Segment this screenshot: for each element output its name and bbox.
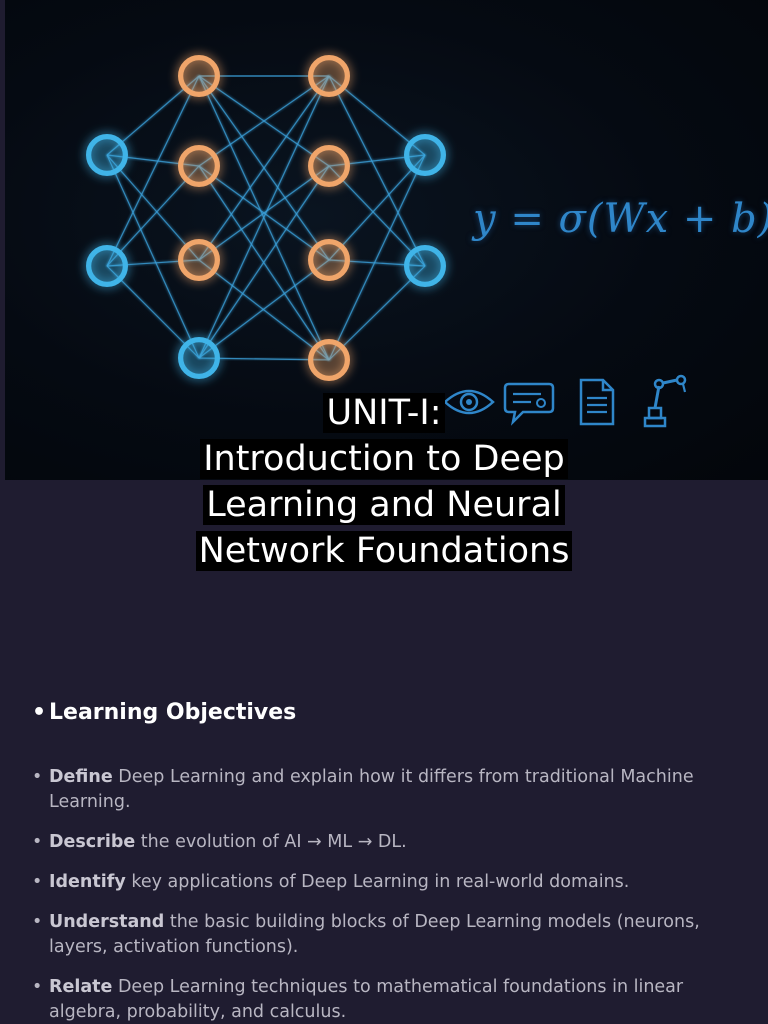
bullet: • (32, 977, 43, 997)
network-node (88, 136, 126, 174)
network-node-glow (178, 55, 220, 97)
chat-bubble-icon (503, 382, 555, 426)
objective-keyword: Describe (49, 832, 136, 852)
network-node-glow (178, 145, 220, 187)
objectives-list: • Define Deep Learning and explain how i… (32, 765, 732, 1024)
objective-item: • Identify key applications of Deep Lear… (32, 870, 732, 895)
learning-objectives: • Learning Objectives • Define Deep Lear… (32, 700, 732, 1024)
network-node-glow (86, 245, 128, 287)
bullet: • (32, 832, 43, 852)
network-edge (198, 75, 330, 359)
network-node-glow (86, 134, 128, 176)
bullet: • (32, 700, 47, 725)
neural-network-diagram (86, 55, 446, 381)
document-icon (579, 378, 615, 426)
objective-text: Deep Learning and explain how it differs… (49, 767, 694, 812)
network-node (406, 247, 444, 285)
network-node-glow (178, 239, 220, 281)
network-edges (106, 75, 426, 361)
bullet: • (32, 767, 43, 787)
network-edge (198, 259, 330, 359)
network-edge (198, 75, 330, 261)
network-edge (106, 259, 200, 267)
network-node (310, 57, 348, 95)
robot-arm-icon (643, 374, 687, 428)
network-node (180, 241, 218, 279)
network-node-glow (404, 134, 446, 176)
objective-keyword: Relate (49, 977, 113, 997)
objective-keyword: Define (49, 767, 113, 787)
network-node (180, 57, 218, 95)
network-node-glow (308, 239, 350, 281)
title-line-1: Introduction to Deep (200, 439, 568, 479)
objective-text: the basic building blocks of Deep Learni… (49, 912, 700, 957)
title-line-2: Learning and Neural (203, 485, 565, 525)
network-edge (328, 154, 426, 361)
objective-item: • Describe the evolution of AI → ML → DL… (32, 830, 732, 855)
bullet: • (32, 912, 43, 932)
network-edge (106, 165, 200, 267)
objective-keyword: Identify (49, 872, 126, 892)
objective-item: • Understand the basic building blocks o… (32, 910, 732, 960)
network-edge (106, 265, 200, 359)
network-node-glow (308, 55, 350, 97)
formula: y = σ(Wx + b) (473, 196, 768, 242)
network-edge (198, 75, 330, 167)
objectives-heading: • Learning Objectives (32, 700, 732, 725)
network-edge (328, 165, 426, 267)
slide-title: UNIT-I: Introduction to Deep Learning an… (0, 390, 768, 574)
network-node (180, 147, 218, 185)
network-edge (106, 75, 200, 267)
network-node (88, 247, 126, 285)
network-edge (198, 357, 330, 361)
network-edge (106, 154, 200, 359)
network-edge (198, 165, 330, 359)
network-node-glow (308, 339, 350, 381)
network-node (180, 339, 218, 377)
objective-item: • Define Deep Learning and explain how i… (32, 765, 732, 815)
objective-item: • Relate Deep Learning techniques to mat… (32, 975, 732, 1024)
network-edge (106, 154, 200, 261)
network-nodes (86, 55, 446, 381)
network-node (310, 241, 348, 279)
network-node-glow (178, 337, 220, 379)
formula-text: y = σ(Wx + b) (473, 196, 768, 242)
network-node (406, 136, 444, 174)
network-node-glow (404, 245, 446, 287)
network-edge (106, 154, 200, 167)
network-node (310, 147, 348, 185)
bullet: • (32, 872, 43, 892)
network-edge (328, 265, 426, 361)
objective-text: the evolution of AI → ML → DL. (135, 832, 407, 852)
title-line-3: Network Foundations (195, 531, 573, 571)
objective-keyword: Understand (49, 912, 165, 932)
objective-text: Deep Learning techniques to mathematical… (49, 977, 684, 1022)
network-edge (198, 165, 330, 261)
objectives-heading-text: Learning Objectives (49, 700, 297, 725)
network-edge (328, 75, 426, 267)
title-line-unit: UNIT-I: (323, 393, 445, 433)
eye-icon (443, 389, 495, 415)
network-edge (328, 154, 426, 261)
network-edge (198, 259, 330, 361)
network-node-glow (308, 145, 350, 187)
objective-text: key applications of Deep Learning in rea… (125, 872, 630, 892)
network-node (310, 341, 348, 379)
